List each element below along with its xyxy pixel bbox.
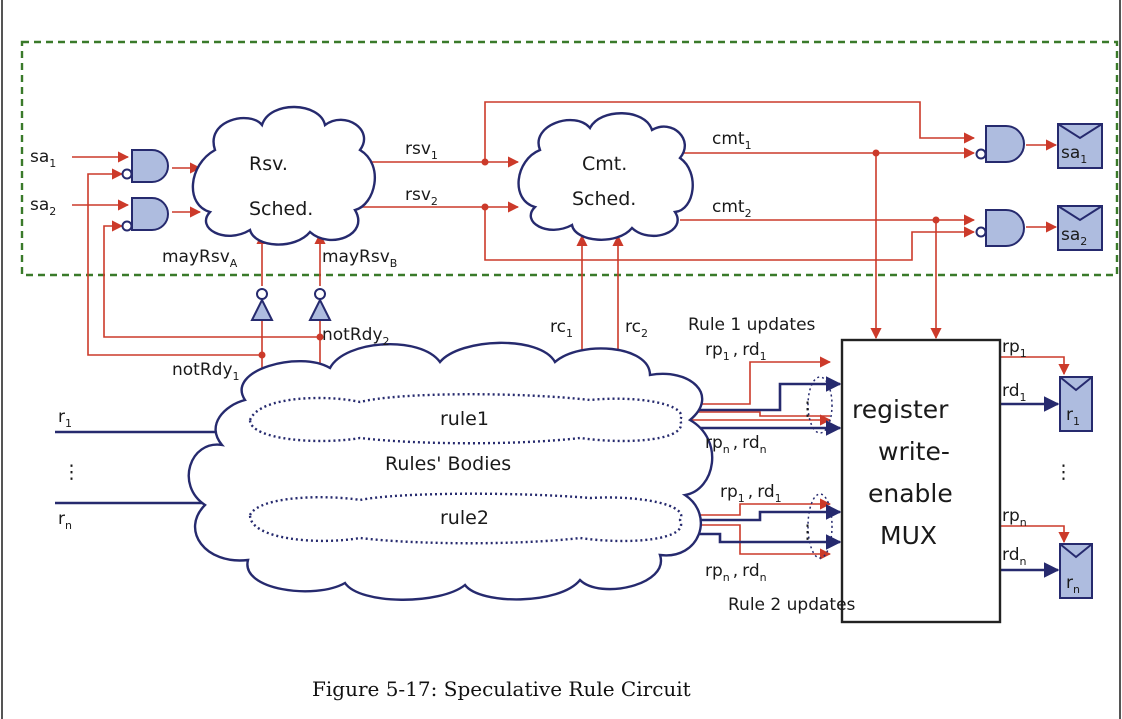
cmt-sched-label-line2: Sched.	[572, 188, 636, 210]
rsv2-label: rsv2	[405, 185, 438, 208]
r-input-dots: ⋮	[62, 461, 81, 483]
rule1-rp1-rd1-label: rp1,rd1	[705, 340, 767, 363]
register-dots: ⋮	[1054, 461, 1073, 483]
rc2-label: rc2	[625, 317, 648, 340]
sa2-register	[1057, 205, 1103, 251]
cmt1-label: cmt1	[712, 129, 752, 152]
rc1-label: rc1	[550, 317, 573, 340]
rsv-sched-label-line2: Sched.	[249, 198, 313, 220]
mux-rp1-label: rp1	[1002, 337, 1027, 360]
rule1-rpn-rdn-label: rpn,rdn	[705, 433, 767, 456]
rn-register	[1059, 543, 1093, 599]
mux-label-line3: enable	[868, 479, 953, 508]
and-gate-4	[975, 209, 1025, 247]
sa1-register-label: sa1	[1061, 143, 1087, 166]
and-gate-3	[975, 125, 1025, 163]
sa1-input-label: sa1	[30, 147, 56, 170]
rule2-updates-label: Rule 2 updates	[728, 595, 856, 615]
rule1-dots: ⋮	[798, 398, 817, 420]
rule1-bundle-ellipse	[807, 376, 833, 434]
inverter-a	[250, 288, 274, 321]
rsv-scheduler-cloud	[191, 105, 376, 246]
cmt-sched-label-line1: Cmt.	[582, 153, 627, 175]
rn-input-label: rn	[58, 509, 72, 532]
cmt2-label: cmt2	[712, 197, 752, 220]
rules-bodies-cloud	[187, 341, 714, 601]
cmt-scheduler-cloud	[517, 112, 694, 241]
scheduler-region	[20, 40, 1119, 277]
mux-rd1-label: rd1	[1002, 381, 1026, 404]
figure-caption: Figure 5-17: Speculative Rule Circuit	[312, 677, 691, 701]
mux-rdn-label: rdn	[1002, 545, 1026, 568]
rule2-dotted-region	[248, 492, 683, 545]
and-gate-1	[121, 149, 169, 183]
rsv-sched-label-line1: Rsv.	[249, 153, 288, 175]
mayrsv-b-label: mayRsvB	[322, 247, 397, 270]
sa2-register-label: sa2	[1061, 225, 1087, 248]
rule2-bundle-ellipse	[807, 493, 833, 559]
register-write-enable-mux	[840, 338, 1002, 624]
mux-label-line4: MUX	[880, 521, 937, 550]
and-gate-2	[121, 197, 169, 232]
r1-input-label: r1	[58, 407, 72, 430]
inverter-b	[308, 288, 332, 321]
rules-bodies-label: Rules' Bodies	[385, 453, 511, 475]
mayrsv-a-label: mayRsvA	[162, 247, 238, 270]
notrdy2-label: notRdy2	[322, 325, 390, 348]
mux-rpn-label: rpn	[1002, 506, 1027, 529]
mux-label-line1: register	[852, 395, 949, 424]
sa1-register	[1057, 123, 1103, 169]
rule1-label: rule1	[440, 408, 489, 430]
rule2-rp1-rd1-label: rp1,rd1	[720, 482, 782, 505]
input-labels: sa1 sa2	[30, 147, 56, 218]
sa2-input-label: sa2	[30, 195, 56, 218]
rule2-dots: ⋮	[798, 521, 817, 543]
rule1-updates-label: Rule 1 updates	[688, 315, 816, 335]
rn-register-label: rn	[1066, 573, 1080, 596]
rule1-dotted-region	[248, 393, 683, 445]
r1-register	[1059, 376, 1093, 432]
mux-label-line2: write-	[878, 437, 950, 466]
r1-register-label: r1	[1066, 405, 1080, 428]
rsv1-label: rsv1	[405, 139, 438, 162]
rule2-rpn-rdn-label: rpn,rdn	[705, 561, 767, 584]
rule2-label: rule2	[440, 507, 489, 529]
notrdy1-label: notRdy1	[172, 360, 240, 383]
